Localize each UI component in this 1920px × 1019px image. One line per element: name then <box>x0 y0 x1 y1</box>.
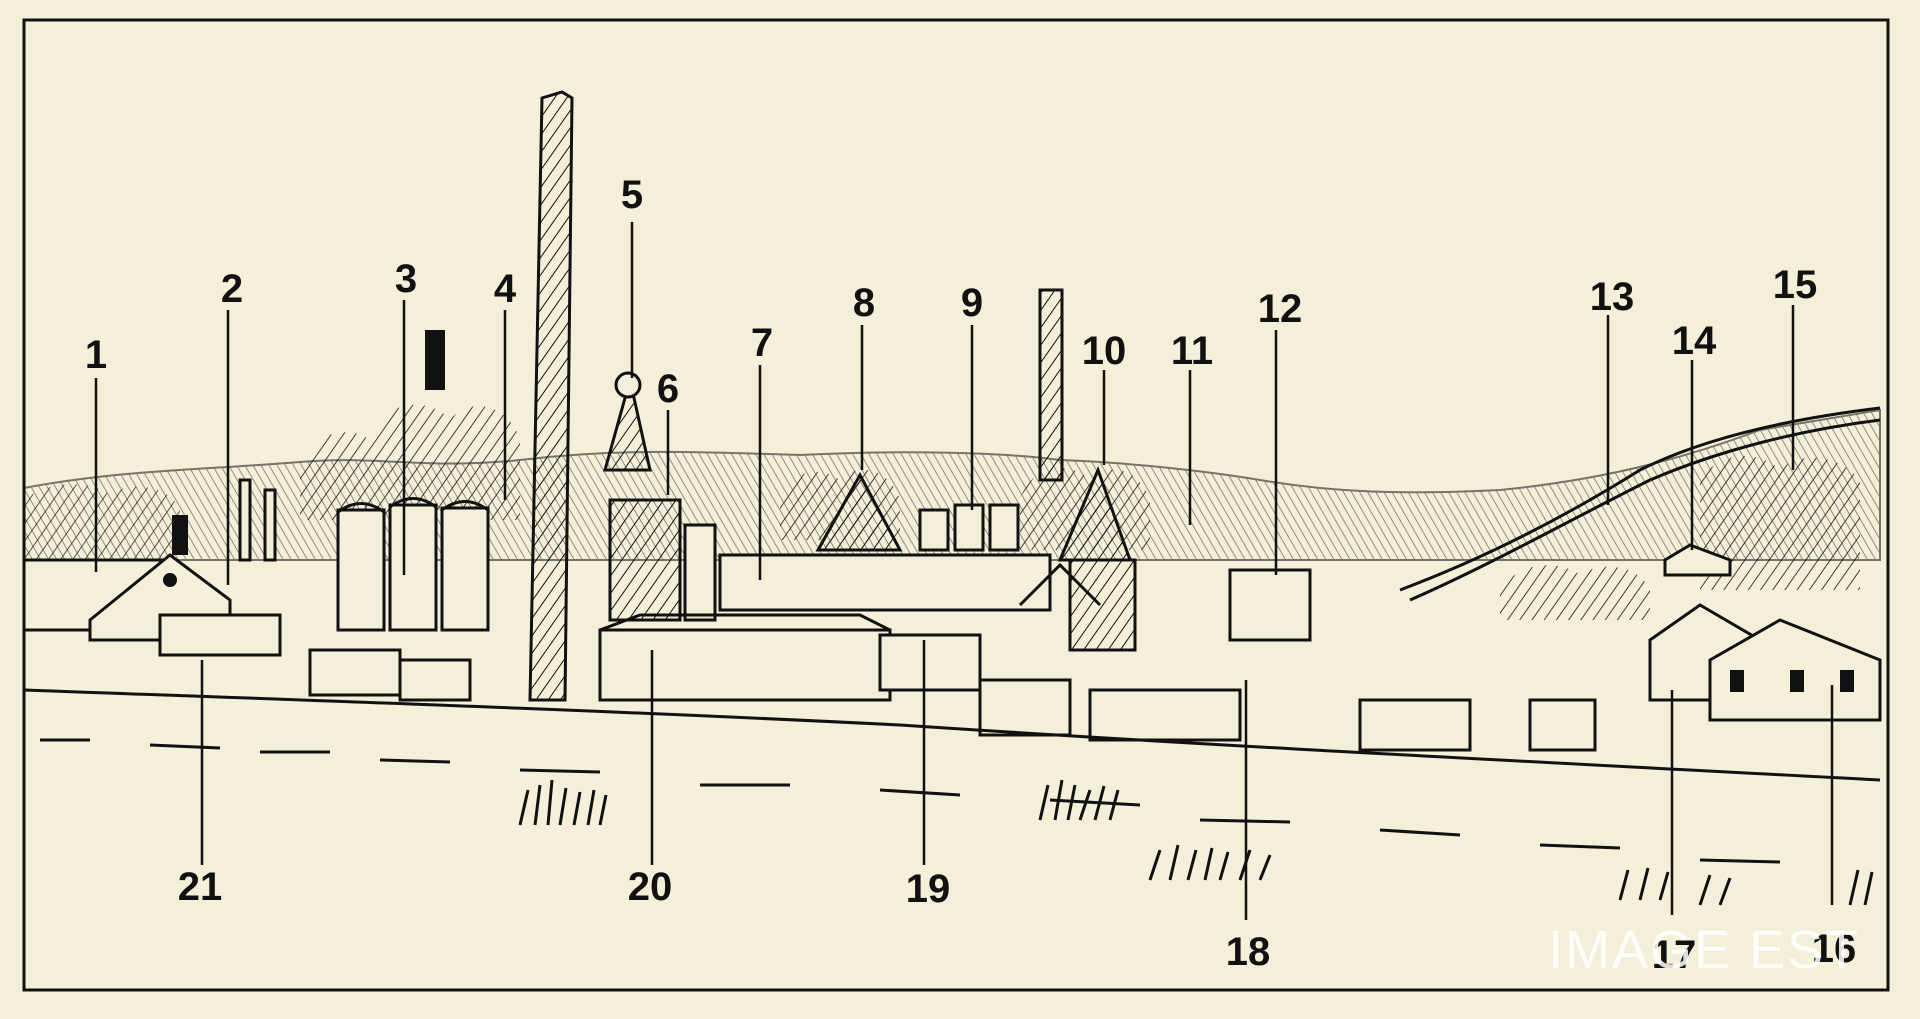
label-16: 16 <box>1812 927 1857 971</box>
label-12: 12 <box>1258 287 1303 331</box>
label-1: 1 <box>85 333 107 377</box>
label-14: 14 <box>1672 319 1717 363</box>
chimney-right <box>1038 288 1064 482</box>
label-17: 17 <box>1652 933 1697 977</box>
main-chimney <box>528 90 574 702</box>
chimney-small-1 <box>172 515 188 555</box>
headframe-6 <box>608 498 717 622</box>
label-9: 9 <box>961 281 983 325</box>
tanks-9 <box>918 503 1020 552</box>
chimney-small-2 <box>238 478 252 562</box>
labels: 1 2 3 4 5 6 7 8 9 10 11 12 13 14 15 16 1… <box>85 173 1856 977</box>
label-13: 13 <box>1590 275 1635 319</box>
leader-lines <box>94 222 1834 920</box>
label-7: 7 <box>751 321 773 365</box>
label-4: 4 <box>494 267 517 311</box>
headframe-10 <box>1057 465 1137 652</box>
label-10: 10 <box>1082 329 1127 373</box>
label-5: 5 <box>621 173 643 217</box>
headframe-8 <box>815 471 903 552</box>
label-2: 2 <box>221 267 243 311</box>
ground <box>23 688 1881 906</box>
silos <box>336 497 490 632</box>
label-18: 18 <box>1226 930 1271 974</box>
label-15: 15 <box>1773 263 1818 307</box>
label-3: 3 <box>395 257 417 301</box>
headframe-5 <box>603 371 652 472</box>
chimney-small-3 <box>263 488 277 562</box>
watermark-text: IMAGE EST <box>1548 920 1860 980</box>
label-21: 21 <box>178 865 223 909</box>
label-19: 19 <box>906 867 951 911</box>
buildings <box>22 543 1882 752</box>
chimney-left <box>425 330 445 390</box>
label-11: 11 <box>1171 329 1213 373</box>
label-8: 8 <box>853 281 875 325</box>
label-20: 20 <box>628 865 673 909</box>
label-6: 6 <box>657 367 679 411</box>
